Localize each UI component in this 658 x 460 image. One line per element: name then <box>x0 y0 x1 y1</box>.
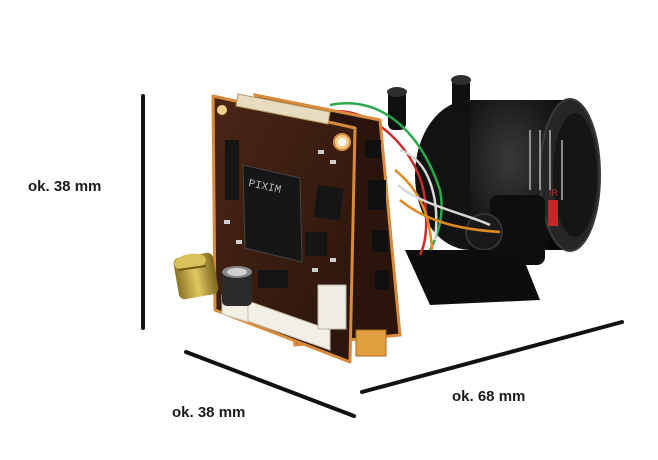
iris-motor <box>490 195 545 265</box>
width-dimension-line <box>184 350 356 418</box>
ir-badge <box>548 200 558 226</box>
zoom-knob <box>388 90 406 130</box>
depth-dimension-line <box>360 320 624 394</box>
dimension-lines <box>141 94 624 418</box>
capacitor-small <box>222 266 252 306</box>
electrolytic-capacitor <box>173 252 219 300</box>
lens-assembly: IR <box>387 75 601 305</box>
height-label: ok. 38 mm <box>28 178 102 195</box>
focus-knob <box>452 78 470 110</box>
lens-brand-text: IR <box>549 188 559 198</box>
depth-label: ok. 68 mm <box>452 388 526 405</box>
width-label: ok. 38 mm <box>172 404 246 421</box>
image-processor-chip <box>242 164 303 263</box>
